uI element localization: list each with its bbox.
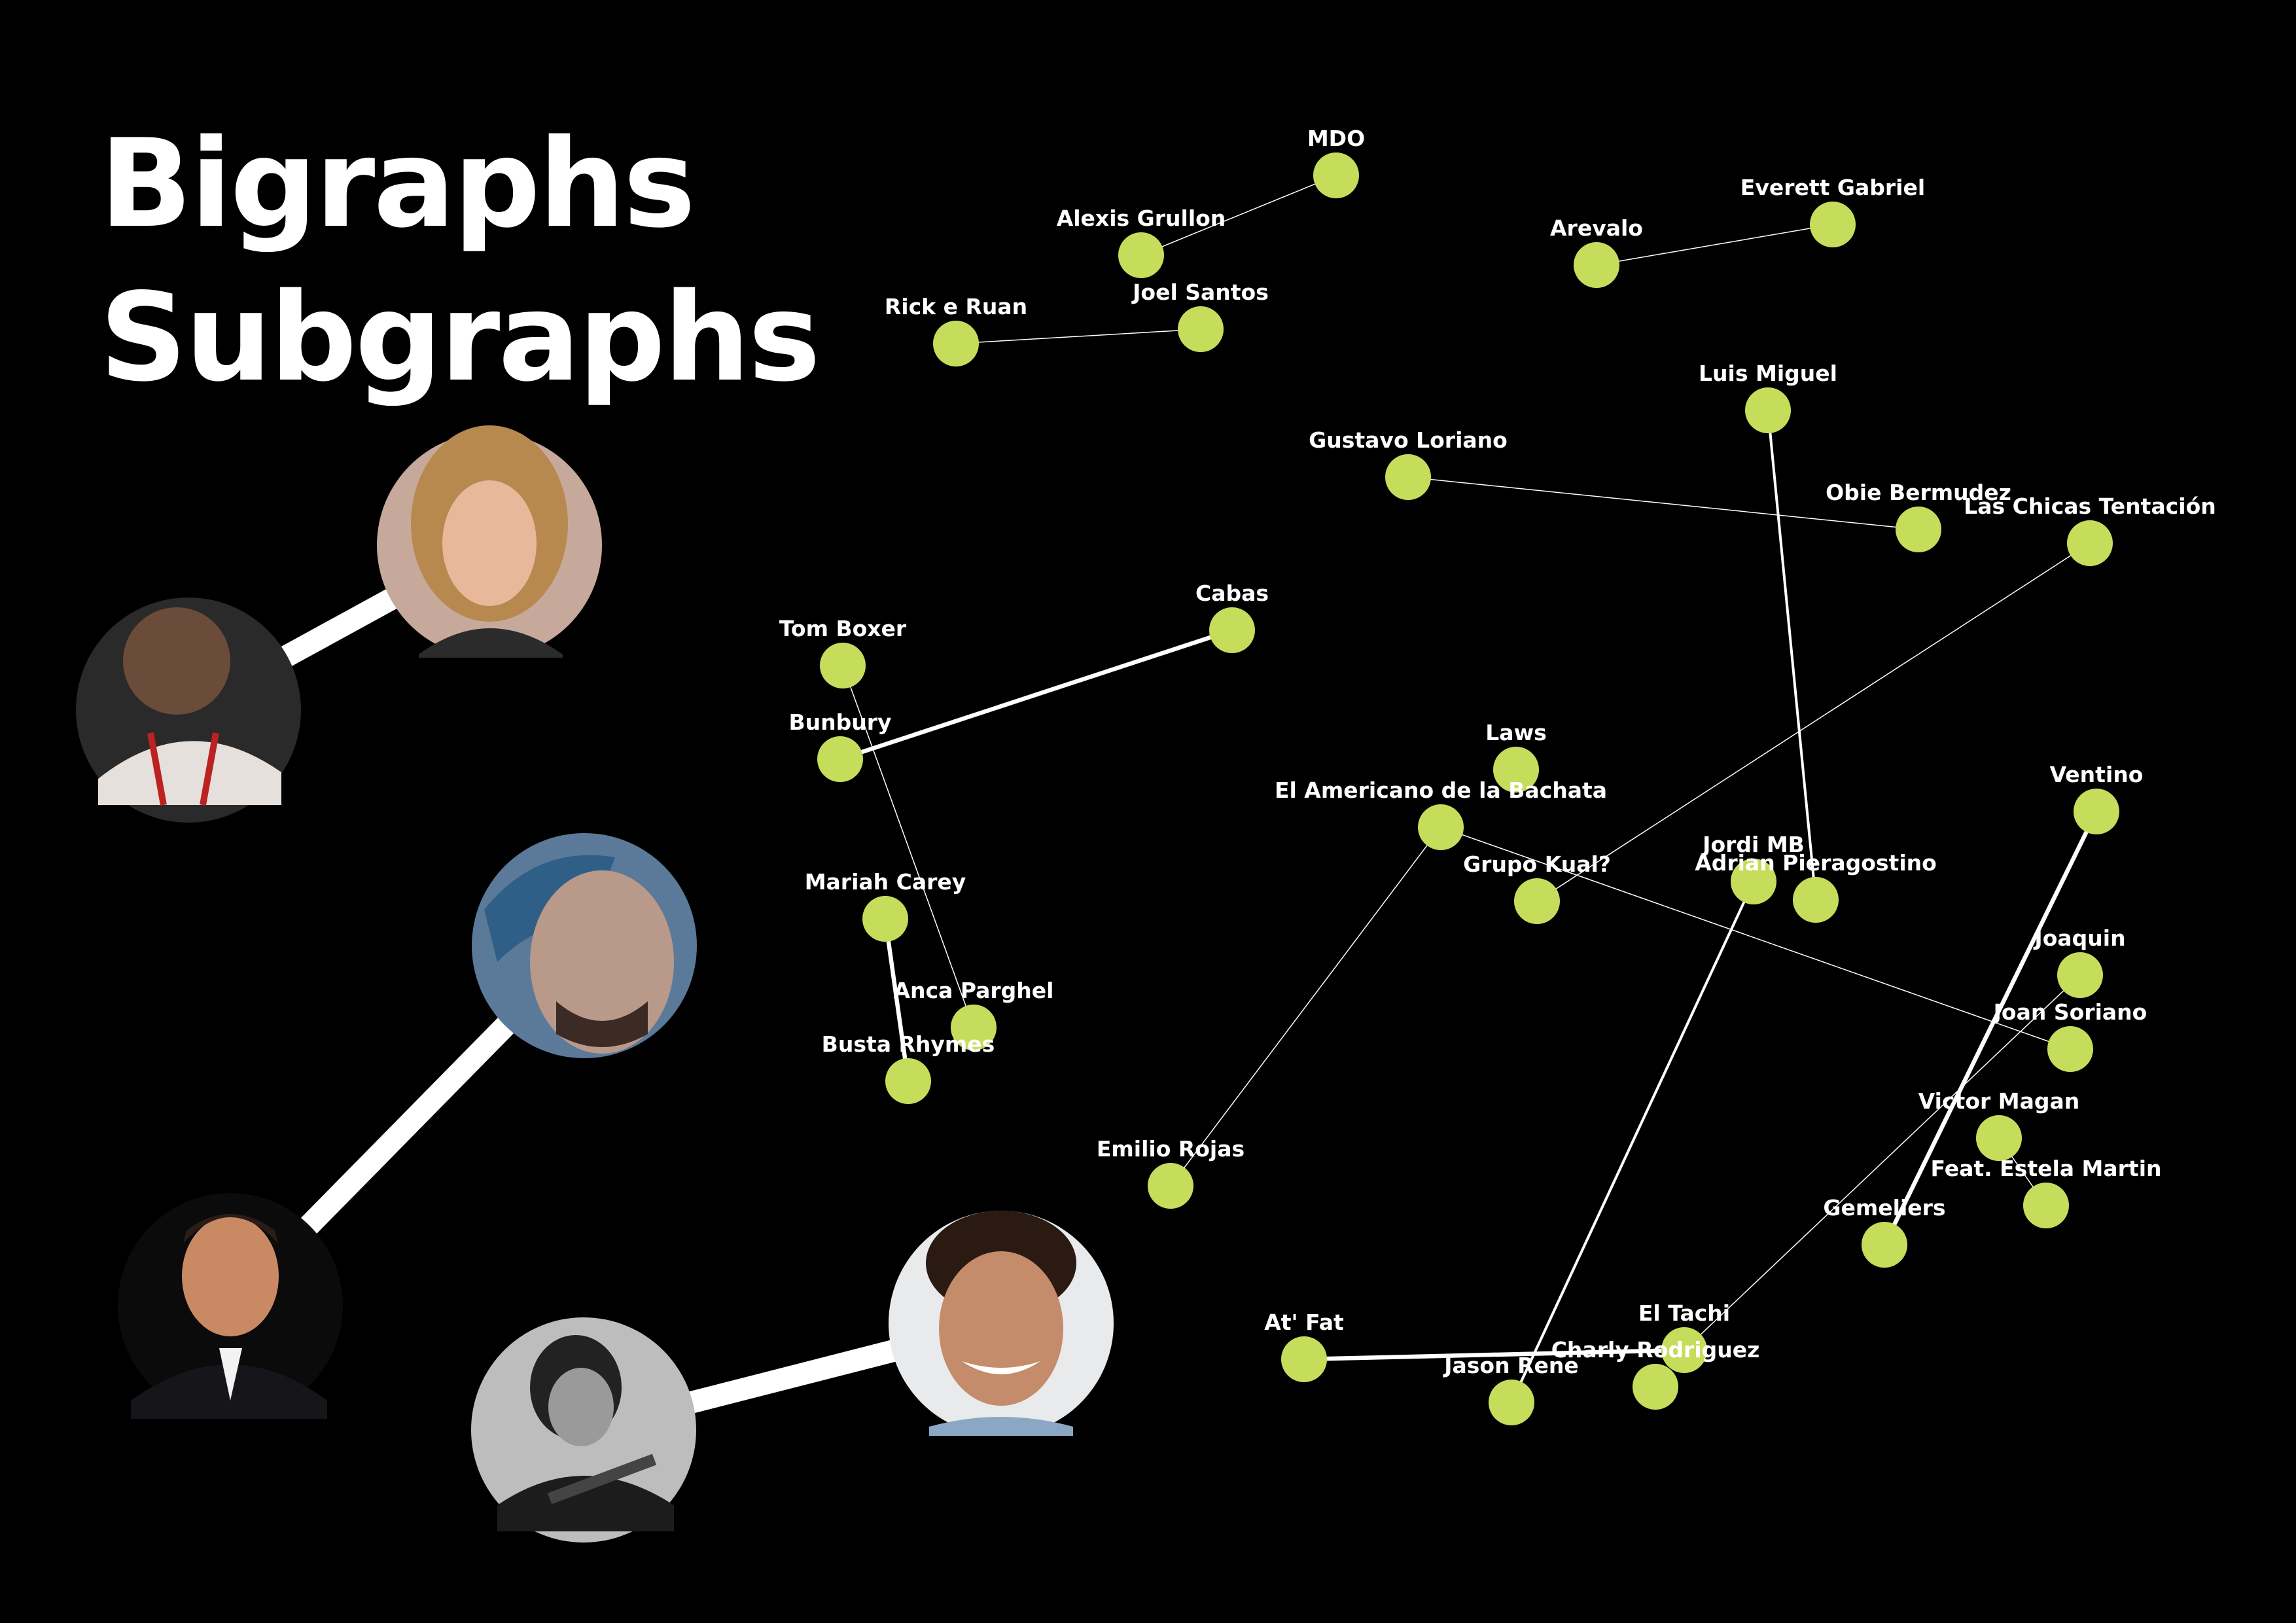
node-label-at-fat: At' Fat xyxy=(1264,1310,1344,1335)
node-charly-rodriguez[interactable] xyxy=(1633,1364,1678,1410)
node-laws[interactable] xyxy=(1493,747,1539,793)
photo-pair-2 xyxy=(118,833,697,1419)
artist-photo-mariah-carey xyxy=(377,425,602,658)
node-label-victor-magan: Victor Magan xyxy=(1918,1088,2080,1114)
node-anca-parghel[interactable] xyxy=(951,1005,997,1050)
node-emilio-rojas[interactable] xyxy=(1148,1163,1193,1209)
node-obie-bermudez[interactable] xyxy=(1896,507,1941,552)
node-label-mariah-carey: Mariah Carey xyxy=(805,869,966,895)
edge-el-americano-emilio-rojas xyxy=(1170,827,1441,1186)
edge-el-americano-joan-soriano xyxy=(1440,827,2071,1050)
node-joaquin[interactable] xyxy=(2057,952,2103,998)
edge-arevalo-everett-gabriel xyxy=(1596,224,1833,266)
edge-rick-e-ruan-joel-santos xyxy=(955,329,1201,344)
node-label-jordi-mb: Jordi MB xyxy=(1701,832,1805,857)
node-label-obie-bermudez: Obie Bermudez xyxy=(1826,480,2011,505)
node-bunbury[interactable] xyxy=(817,736,863,782)
node-gemeliers[interactable] xyxy=(1862,1222,1907,1268)
node-label-gemeliers: Gemeliers xyxy=(1823,1195,1945,1221)
node-label-bunbury: Bunbury xyxy=(788,709,891,735)
artist-photo-luis-miguel xyxy=(118,1193,343,1419)
node-label-gustavo-loriano: Gustavo Loriano xyxy=(1309,427,1508,453)
edge-ventino-gemeliers xyxy=(1882,810,2098,1246)
node-label-arevalo: Arevalo xyxy=(1550,215,1643,241)
title-line-1: Bigraphs xyxy=(99,113,694,255)
node-el-americano[interactable] xyxy=(1418,804,1464,850)
node-label-tom-boxer: Tom Boxer xyxy=(779,616,907,641)
node-ventino[interactable] xyxy=(2074,789,2119,834)
node-label-everett-gabriel: Everett Gabriel xyxy=(1740,175,1925,200)
node-label-anca-parghel: Anca Parghel xyxy=(893,978,1053,1003)
node-arevalo[interactable] xyxy=(1574,242,1619,288)
edge-tom-boxer-anca-parghel xyxy=(842,665,974,1028)
artist-photo-bunbury xyxy=(472,833,697,1058)
node-label-joel-santos: Joel Santos xyxy=(1131,279,1269,305)
graph-edges xyxy=(839,175,2098,1403)
node-label-emilio-rojas: Emilio Rojas xyxy=(1097,1136,1245,1162)
node-label-ventino: Ventino xyxy=(2050,762,2144,787)
node-grupo-kual[interactable] xyxy=(1514,878,1560,924)
node-label-joan-soriano: Joan Soriano xyxy=(1992,999,2147,1025)
node-label-jason-rene: Jason Rene xyxy=(1443,1353,1579,1378)
node-alexis-grullon[interactable] xyxy=(1118,232,1164,278)
edge-luis-miguel-adrian-pieragostino xyxy=(1767,410,1817,901)
node-luis-miguel[interactable] xyxy=(1745,387,1791,433)
node-label-charly-rodriguez: Charly Rodriguez xyxy=(1551,1337,1760,1363)
node-label-busta-rhymes: Busta Rhymes xyxy=(822,1031,995,1057)
node-label-cabas: Cabas xyxy=(1195,580,1269,606)
edge-mariah-carey-busta-rhymes xyxy=(883,918,911,1082)
artist-photo-joaquin xyxy=(889,1211,1114,1436)
node-at-fat[interactable] xyxy=(1281,1336,1327,1382)
node-gustavo-loriano[interactable] xyxy=(1385,454,1431,500)
edge-bunbury-cabas xyxy=(839,628,1233,762)
edge-at-fat-el-tachi xyxy=(1303,1347,1685,1362)
node-busta-rhymes[interactable] xyxy=(885,1058,931,1104)
node-label-feat-estela-martin: Feat. Estela Martin xyxy=(1930,1156,2161,1181)
node-rick-e-ruan[interactable] xyxy=(933,321,979,366)
node-victor-magan[interactable] xyxy=(1976,1115,2022,1161)
photo-pair-3 xyxy=(471,1211,1114,1543)
node-label-grupo-kual: Grupo Kual? xyxy=(1463,851,1611,877)
node-tom-boxer[interactable] xyxy=(820,643,866,688)
node-jason-rene[interactable] xyxy=(1489,1380,1534,1425)
node-el-tachi[interactable] xyxy=(1661,1327,1707,1373)
edge-gustavo-loriano-obie-bermudez xyxy=(1407,476,1919,530)
artist-photo-rory-gallagher xyxy=(471,1317,696,1543)
edge-joaquin-el-tachi xyxy=(1684,974,2081,1351)
node-label-luis-miguel: Luis Miguel xyxy=(1699,361,1837,386)
node-joel-santos[interactable] xyxy=(1178,306,1224,352)
node-joan-soriano[interactable] xyxy=(2047,1026,2093,1072)
node-label-adrian-pieragostino: Adrian Pieragostino xyxy=(1695,850,1937,876)
edge-jordi-mb-jason-rene xyxy=(1510,881,1755,1403)
edge-alexis-grullon-mdo xyxy=(1140,175,1337,256)
node-label-el-americano: El Americano de la Bachata xyxy=(1275,777,1607,803)
node-label-rick-e-ruan: Rick e Ruan xyxy=(885,294,1027,319)
node-label-alexis-grullon: Alexis Grullon xyxy=(1057,205,1226,231)
node-cabas[interactable] xyxy=(1209,607,1255,653)
graph-nodes xyxy=(817,152,2119,1425)
node-feat-estela-martin[interactable] xyxy=(2023,1183,2069,1228)
photo-pairs xyxy=(76,425,1114,1543)
node-label-laws: Laws xyxy=(1485,720,1546,745)
edge-las-chicas-tentacion-grupo-kual xyxy=(1536,543,2091,902)
artist-photo-busta-rhymes xyxy=(76,597,301,823)
photo-pair-1 xyxy=(76,425,602,823)
node-label-joaquin: Joaquin xyxy=(2033,925,2125,951)
node-label-mdo: MDO xyxy=(1307,126,1365,151)
node-label-las-chicas-tentacion: Las Chicas Tentación xyxy=(1964,493,2216,519)
node-mdo[interactable] xyxy=(1313,152,1359,198)
node-adrian-pieragostino[interactable] xyxy=(1793,877,1839,923)
node-jordi-mb[interactable] xyxy=(1731,859,1776,904)
node-las-chicas-tentacion[interactable] xyxy=(2067,520,2113,566)
title-line-2: Subgraphs xyxy=(99,266,819,408)
node-everett-gabriel[interactable] xyxy=(1810,202,1856,247)
node-mariah-carey[interactable] xyxy=(862,896,908,942)
node-label-el-tachi: El Tachi xyxy=(1638,1300,1730,1326)
